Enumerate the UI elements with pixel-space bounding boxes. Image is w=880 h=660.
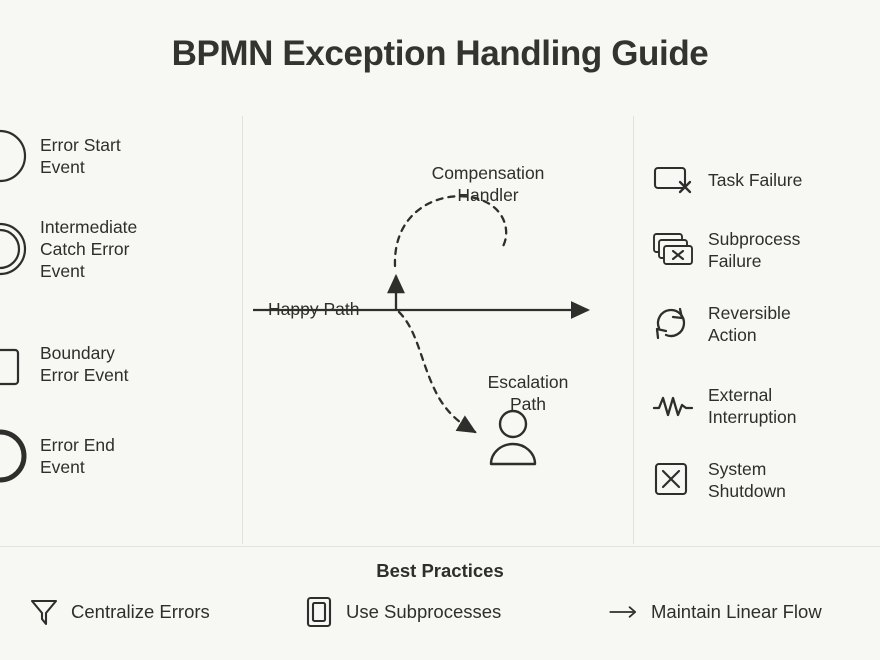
legend-label: Escalation Event: [843, 384, 880, 428]
subprocess-square-icon: [303, 596, 335, 628]
escalation-path-label: Escalation Path: [487, 372, 569, 414]
legend-label: Boundary Event: [843, 160, 880, 204]
legend-row-subprocess-failure: Subprocess Failure: [652, 228, 847, 272]
funnel-icon: [28, 596, 60, 628]
escalation-path-arrow: [397, 310, 477, 434]
column-divider-1: [242, 116, 243, 544]
legend-row-escalation-event: Escalation Event: [843, 384, 880, 428]
legend-row-reversible-action: Reversible Action: [652, 302, 847, 346]
legend-label: Intermediate Catch Error Event: [40, 217, 138, 281]
legend-row-catch-error: Catch Error: [843, 234, 880, 278]
legend-label: Error Start Event: [40, 135, 121, 177]
legend-label: Error End Event: [40, 435, 115, 477]
legend-label: Task Failure: [708, 170, 803, 190]
best-practice-maintain-linear-flow: Maintain Linear Flow: [608, 596, 822, 628]
legend-row-external-interruption: External Interruption: [652, 384, 847, 428]
compensation-handler-label: Compensation Handler: [431, 163, 545, 205]
legend-row-boundary-error-event: Boundary Error Event: [0, 336, 242, 392]
legend-row-system-shutdown: System Shutdown: [652, 458, 847, 502]
flow-diagram: Compensation Handler Happy Path Escalati…: [243, 116, 633, 544]
error-end-event-icon: [0, 428, 28, 484]
legend-label: External Interruption: [708, 385, 797, 427]
legend-label: Reversible Action: [708, 303, 791, 345]
legend-row-intermediate-catch-error-event: Intermediate Catch Error Event: [0, 216, 242, 282]
system-shutdown-icon: [652, 460, 696, 500]
best-practice-label: Use Subprocesses: [346, 601, 502, 622]
task-failure-icon: [652, 160, 696, 200]
reversible-action-icon: [652, 304, 696, 344]
legend-row-error-end-event: Error End Event: [0, 428, 242, 484]
legend-row-boundary-event: Boundary Event: [843, 160, 880, 204]
person-icon: [489, 409, 537, 466]
happy-path-label: Happy Path: [268, 299, 360, 319]
flow-diagram-svg: [253, 195, 591, 466]
compensation-handler-arc: [393, 195, 508, 268]
column-divider-2: [633, 116, 634, 544]
handlers-column: Boundary Event Catch Error Compensation …: [843, 116, 880, 544]
intermediate-catch-error-event-icon: [0, 221, 28, 277]
best-practices-divider: [0, 546, 880, 547]
best-practice-use-subprocesses: Use Subprocesses: [303, 596, 501, 628]
legend-row-terminate-event: Terminate Event: [843, 458, 880, 502]
events-column: Error Start Event Intermediate Catch Err…: [0, 116, 242, 544]
legend-label: System Shutdown: [708, 459, 786, 501]
legend-row-compensation-handler: Compensation Handler: [843, 308, 880, 352]
arrow-right-icon: [608, 596, 640, 628]
best-practice-label: Maintain Linear Flow: [651, 601, 822, 622]
best-practices-list: Centralize Errors Use Subprocesses Maint…: [0, 596, 880, 636]
legend-label: Subprocess Failure: [708, 229, 801, 271]
failures-column: Task Failure Subprocess Failure: [652, 116, 847, 544]
legend-row-error-start-event: Error Start Event: [0, 128, 242, 184]
boundary-error-event-icon: [0, 336, 28, 392]
page-title: BPMN Exception Handling Guide: [171, 34, 709, 73]
legend-label: Terminate Event: [843, 458, 880, 502]
best-practice-centralize-errors: Centralize Errors: [28, 596, 210, 628]
best-practice-label: Centralize Errors: [71, 601, 210, 622]
legend-row-task-failure: Task Failure: [652, 160, 847, 200]
legend-label: Catch Error: [843, 234, 880, 278]
best-practices-title: Best Practices: [376, 560, 504, 581]
error-start-event-icon: [0, 128, 28, 184]
subprocess-failure-icon: [652, 230, 696, 270]
external-interruption-icon: [652, 386, 696, 426]
legend-label: Compensation Handler: [843, 308, 880, 352]
legend-label: Boundary Error Event: [40, 343, 129, 385]
